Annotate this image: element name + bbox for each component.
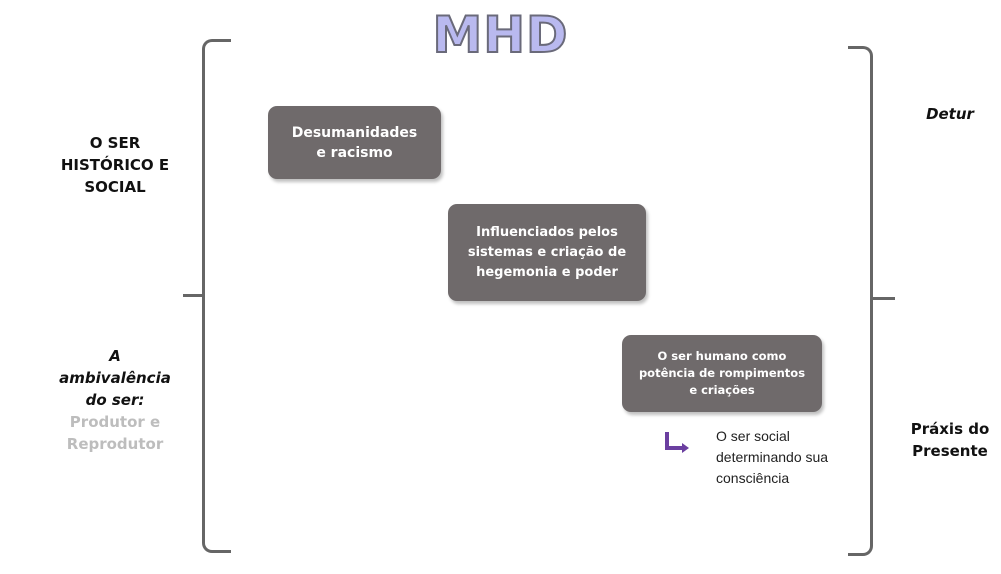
left-bracket-lower bbox=[202, 296, 231, 553]
label-line-gray: Produtor e bbox=[69, 413, 161, 431]
elbow-arrow-icon bbox=[665, 432, 689, 453]
label-line: O SER bbox=[89, 134, 141, 152]
diagram-title: MHD bbox=[431, 5, 569, 65]
box-ser-humano: O ser humano como potência de rompimentos… bbox=[622, 335, 822, 412]
label-line: SOCIAL bbox=[84, 178, 146, 196]
box-line: Influenciados pelos bbox=[476, 224, 618, 240]
note-ser-social: O ser social determinando sua consciênci… bbox=[716, 426, 876, 489]
left-label-ser-historico: O SER HISTÓRICO E SOCIAL bbox=[40, 132, 190, 198]
box-desumanidades: Desumanidades e racismo bbox=[268, 106, 441, 179]
label-line: HISTÓRICO E bbox=[60, 156, 170, 174]
label-line: ambivalência bbox=[59, 369, 171, 387]
left-label-ambivalencia: A ambivalência do ser: Produtor e Reprod… bbox=[40, 345, 190, 455]
note-line: determinando sua bbox=[716, 449, 829, 465]
note-line: O ser social bbox=[716, 428, 790, 444]
right-bracket-tip bbox=[871, 297, 895, 300]
box-line: e racismo bbox=[316, 144, 393, 161]
box-line: sistemas e criação de bbox=[467, 244, 627, 260]
right-label-detur: Detur bbox=[926, 105, 974, 123]
right-bracket-upper bbox=[848, 46, 873, 301]
label-line: do ser: bbox=[85, 391, 145, 409]
label-line: Presente bbox=[912, 442, 988, 460]
label-line: Práxis do bbox=[910, 420, 990, 438]
box-line: O ser humano como bbox=[657, 349, 787, 363]
right-bracket-lower bbox=[848, 299, 873, 556]
box-line: hegemonia e poder bbox=[476, 264, 618, 280]
label-line-gray: Reprodutor bbox=[66, 435, 164, 453]
left-bracket-tip bbox=[183, 294, 205, 297]
left-bracket-upper bbox=[202, 39, 231, 298]
box-line: Desumanidades bbox=[291, 124, 418, 141]
label-line: A bbox=[109, 347, 121, 365]
box-line: e criações bbox=[689, 383, 755, 397]
box-influenciados: Influenciados pelos sistemas e criação de… bbox=[448, 204, 646, 301]
box-line: potência de rompimentos bbox=[638, 366, 806, 380]
right-label-praxis: Práxis do Presente bbox=[900, 418, 1000, 462]
note-line: consciência bbox=[716, 470, 790, 486]
